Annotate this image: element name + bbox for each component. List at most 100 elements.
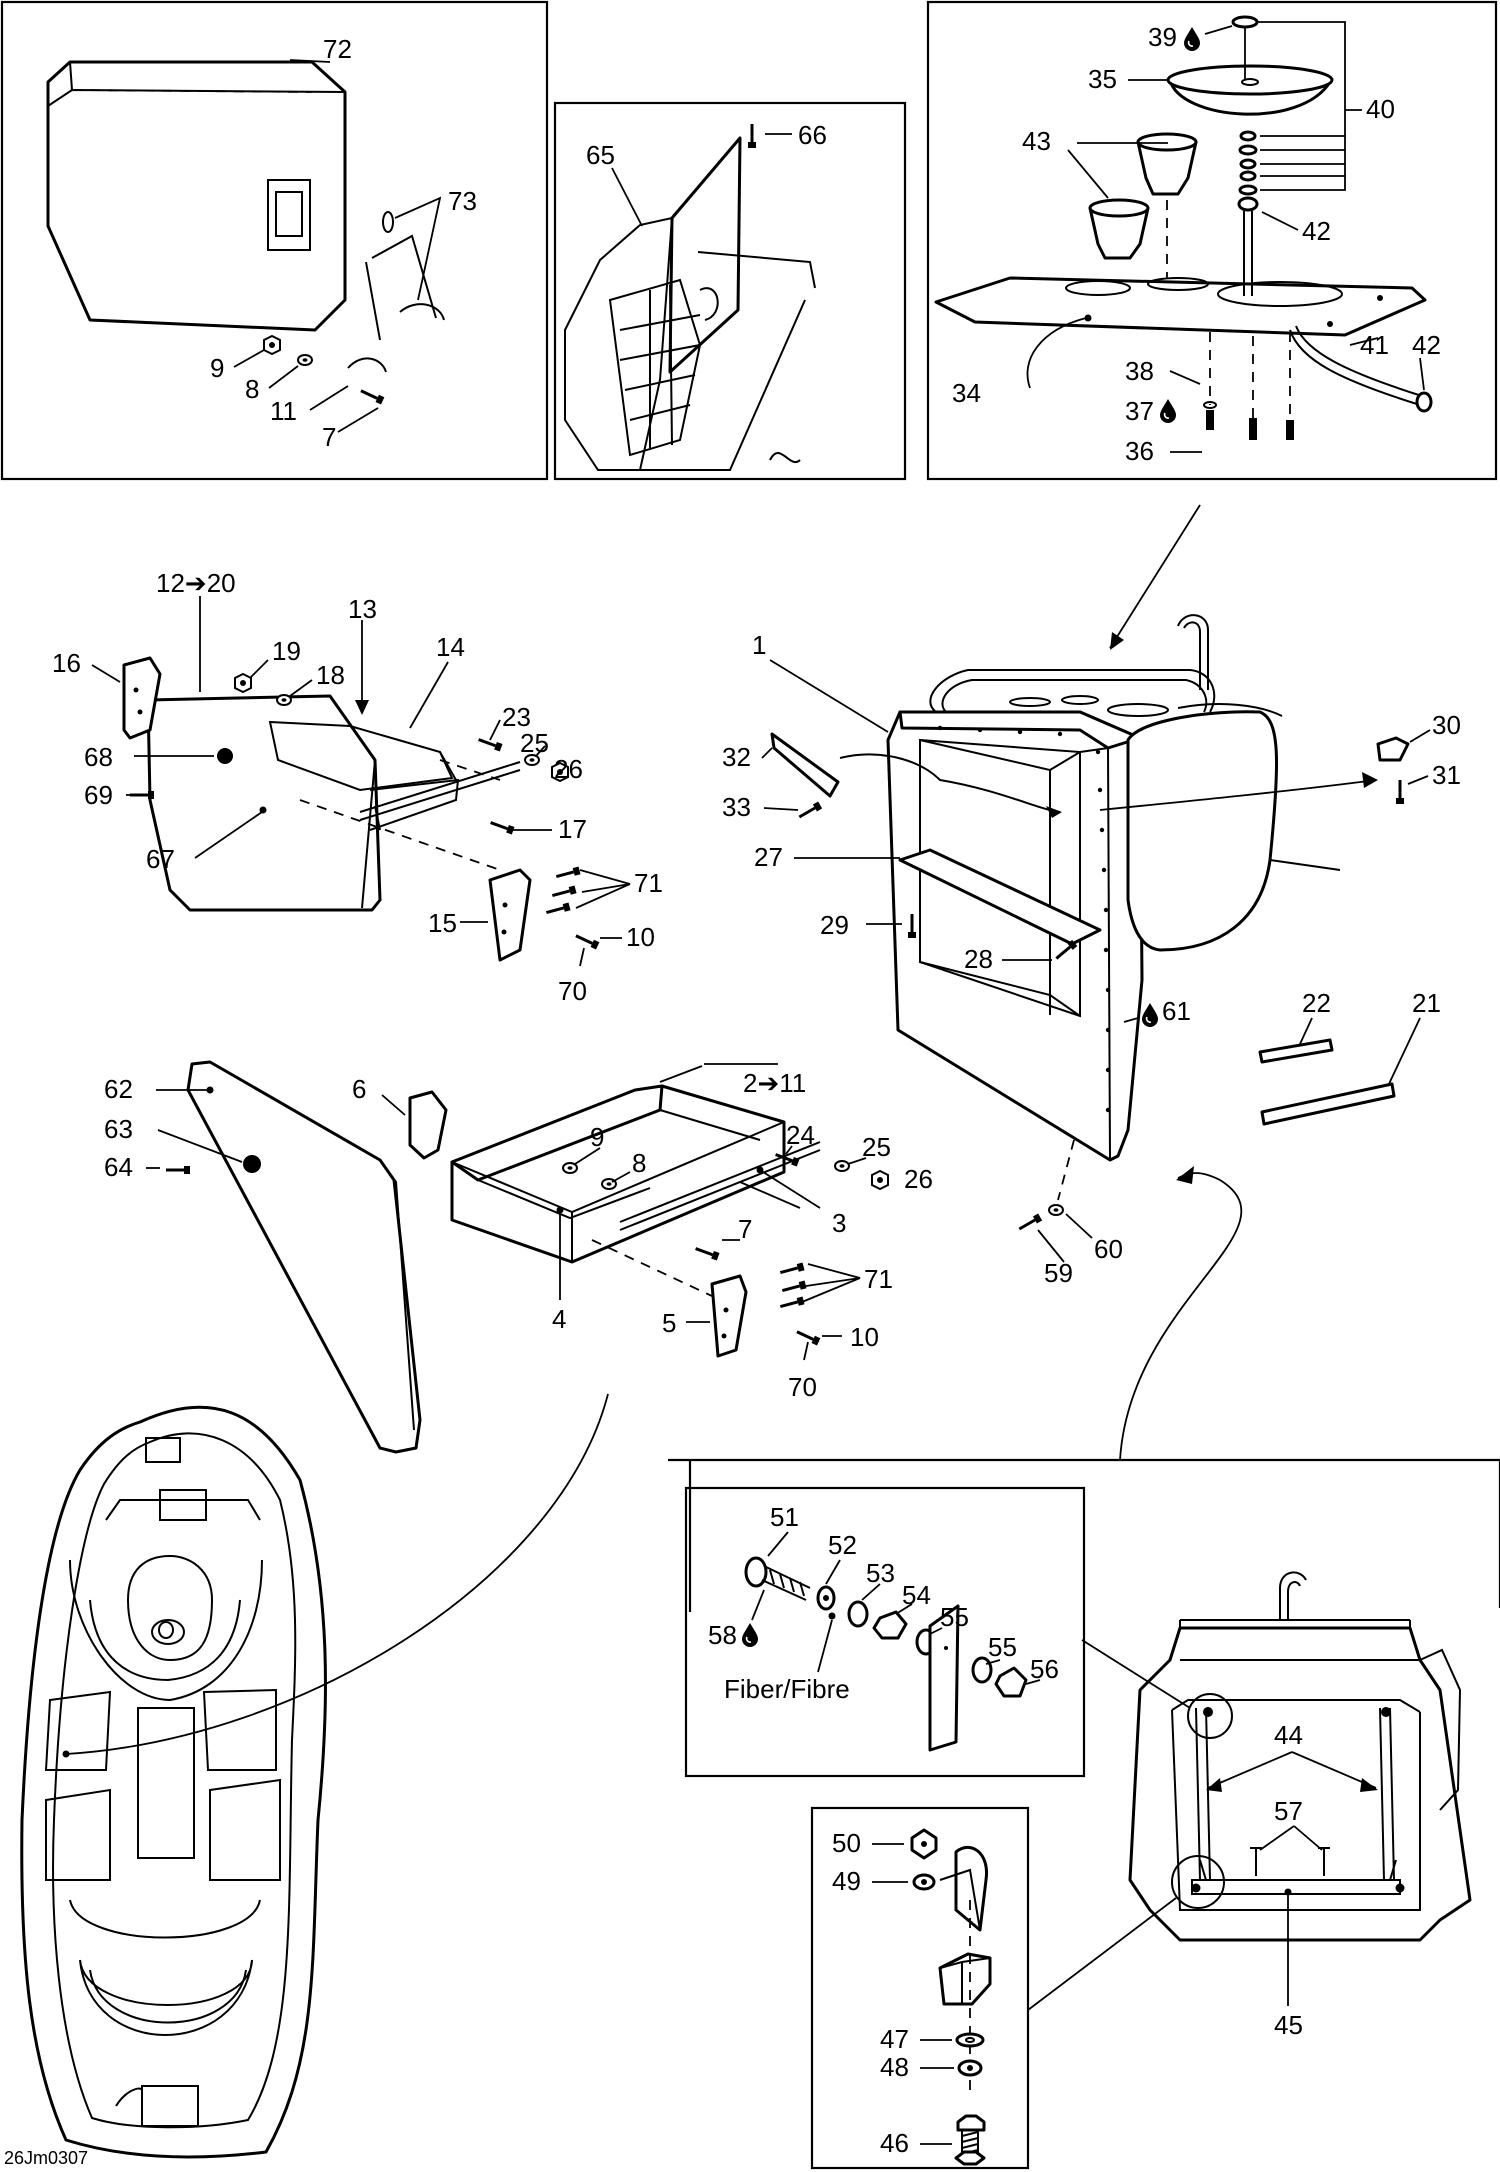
callout-23: 23 [502,702,531,732]
callout-35: 35 [1088,64,1117,94]
bracket-bolt-stack [910,1828,992,2166]
callout-57: 57 [1274,1796,1303,1826]
callout-8a: 8 [245,374,259,404]
callout-56: 56 [1030,1654,1059,1684]
callout-67: 67 [146,844,175,874]
boat-hull-top-view [20,1405,327,2159]
callout-48: 48 [880,2052,909,2082]
drawer-part-4 [450,1065,821,1264]
callout-10a: 10 [626,922,655,952]
callout-29: 29 [820,910,849,940]
cooler-part-72 [46,60,347,332]
sink-plate-part-34 [934,276,1427,337]
callout-8b: 8 [632,1148,646,1178]
callout-46: 46 [880,2128,909,2158]
callout-61: 61 [1162,996,1191,1026]
callout-39: 39 [1148,22,1177,52]
callout-51: 51 [770,1502,799,1532]
callout-31: 31 [1432,760,1461,790]
callout-2: 2➔11 [743,1068,806,1098]
callout-24: 24 [786,1120,815,1150]
callout-7a: 7 [322,422,336,452]
callout-27: 27 [754,842,783,872]
callout-28: 28 [964,944,993,974]
inset-basket-box [553,101,907,481]
callout-40: 40 [1366,94,1395,124]
drawer-front-part-67 [146,694,382,912]
callout-47: 47 [880,2024,909,2054]
callout-15: 15 [428,908,457,938]
callout-41: 41 [1360,330,1389,360]
callout-9b: 9 [590,1122,604,1152]
figure-code: 26Jm0307 [4,2148,88,2168]
callout-37: 37 [1125,396,1154,426]
callout-43: 43 [1022,126,1051,156]
callout-10b: 10 [850,1322,879,1352]
basket-part-65 [564,136,816,471]
callout-17: 17 [558,814,587,844]
callout-22: 22 [1302,988,1331,1018]
callout-19: 19 [272,636,301,666]
callout-44: 44 [1274,1720,1303,1750]
callout-1: 1 [752,630,766,660]
callout-59: 59 [1044,1258,1073,1288]
callout-4: 4 [552,1304,566,1334]
callout-65: 65 [586,140,615,170]
callout-54: 54 [902,1580,931,1610]
callout-18: 18 [316,660,345,690]
callout-45: 45 [1274,2010,1303,2040]
callout-26b: 26 [904,1164,933,1194]
callout-25b: 25 [862,1132,891,1162]
inset-cooler-box [0,0,549,481]
cup-holder-part-43 [1088,132,1198,278]
callout-30: 30 [1432,710,1461,740]
callout-55b: 55 [988,1632,1017,1662]
callout-69: 69 [84,780,113,810]
callout-68: 68 [84,742,113,772]
callout-63: 63 [104,1114,133,1144]
callout-42a: 42 [1302,216,1331,246]
callout-55a: 55 [940,1602,969,1632]
callout-66: 66 [798,120,827,150]
callout-7b: 7 [738,1214,752,1244]
callout-32: 32 [722,742,751,772]
callout-12: 12➔20 [156,568,236,598]
callout-21: 21 [1412,988,1441,1018]
callout-49: 49 [832,1866,861,1896]
callout-25a: 25 [520,728,549,758]
callout-70b: 70 [788,1372,817,1402]
callout-71a: 71 [634,868,663,898]
fiber-label: Fiber/Fibre [724,1674,850,1704]
callout-33: 33 [722,792,751,822]
callout-16: 16 [52,648,81,678]
callout-34: 34 [952,378,981,408]
callout-70a: 70 [558,976,587,1006]
handle-part-73 [347,211,445,373]
callout-53: 53 [866,1558,895,1588]
callout-9a: 9 [210,353,224,383]
callout-36: 36 [1125,436,1154,466]
callout-42b: 42 [1412,330,1441,360]
fiber-bolt-stack [744,1556,1028,1752]
inset-sink-box [926,0,1498,481]
inset-fiber-detail [684,1486,1086,1778]
inset-bolt-detail [810,1806,1030,2170]
callout-73: 73 [448,186,477,216]
lower-right-frame [668,1458,1500,1612]
callout-62: 62 [104,1074,133,1104]
callout-38: 38 [1125,356,1154,386]
callout-64: 64 [104,1152,133,1182]
callout-52: 52 [828,1530,857,1560]
callout-26a: 26 [554,754,583,784]
callout-71b: 71 [864,1264,893,1294]
basin-part-35 [1166,64,1334,116]
callout-13: 13 [348,594,377,624]
cabinet-part-1 [886,614,1341,1162]
callout-5: 5 [662,1308,676,1338]
callout-58: 58 [708,1620,737,1650]
callout-6: 6 [352,1074,366,1104]
callout-14: 14 [436,632,465,662]
callout-3: 3 [832,1208,846,1238]
callout-60: 60 [1094,1234,1123,1264]
